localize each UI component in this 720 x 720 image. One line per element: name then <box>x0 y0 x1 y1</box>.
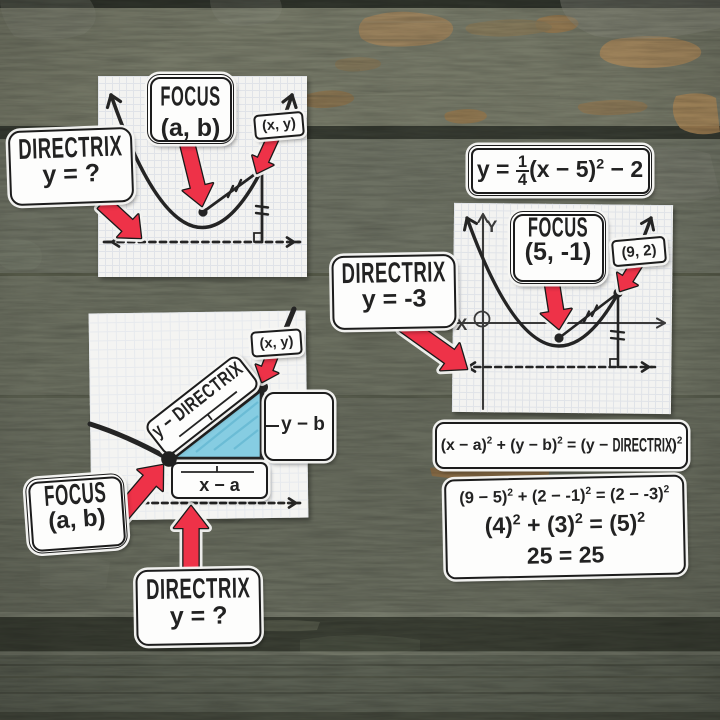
svg-text:Y: Y <box>486 217 498 236</box>
svg-text:X: X <box>456 315 468 334</box>
